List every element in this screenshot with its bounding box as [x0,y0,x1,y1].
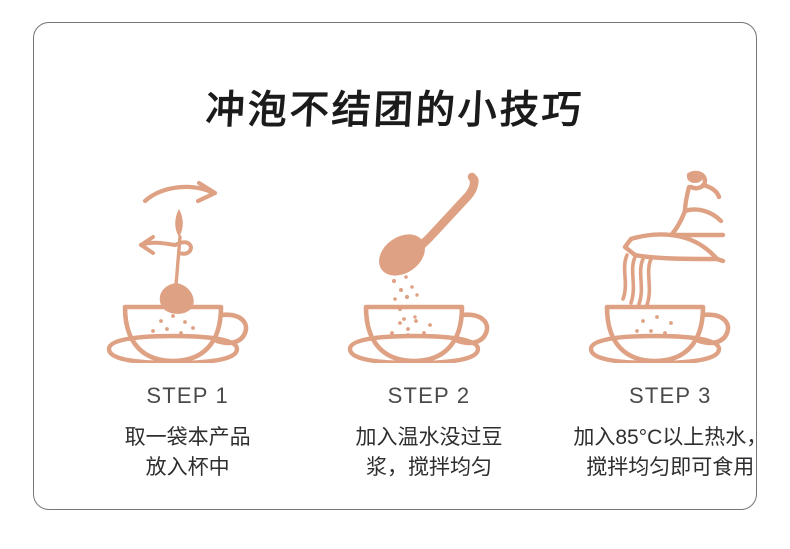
step-item-3: STEP 3 加入85°C以上热水， 搅拌均匀即可食用 [550,163,790,483]
step-3-description: 加入85°C以上热水， 搅拌均匀即可食用 [573,423,767,483]
step-3-description-line-1: 加入85°C以上热水， [573,426,768,449]
step-item-1: STEP 1 取一袋本产品 放入杯中 [68,163,308,483]
kettle-pouring-water-icon [589,170,731,363]
step-1-label: STEP 1 [146,383,229,408]
card-frame: 冲泡不结团的小技巧 [33,22,767,510]
step-3-description-line-2: 搅拌均匀即可食用 [586,455,755,479]
step-2-description: 加入温水没过豆 浆，搅拌均匀 [355,423,502,483]
step-1-description-line-1: 取一袋本产品 [124,426,251,449]
steps-container: STEP 1 取一袋本产品 放入杯中 [67,163,790,508]
step-item-2: STEP 2 加入温水没过豆 浆，搅拌均匀 [309,163,549,483]
teabag-into-cup-icon [106,180,248,363]
step-2-description-line-1: 加入温水没过豆 [355,426,503,449]
step-2-label: STEP 2 [387,383,471,408]
step-3-label: STEP 3 [629,383,712,408]
step-1-description: 取一袋本产品 放入杯中 [125,423,251,483]
step-1-description-line-2: 放入杯中 [145,455,230,479]
step-3-icon-wrap [585,163,755,363]
step-2-description-line-2: 浆，搅拌均匀 [365,455,492,479]
step-1-icon-wrap [103,163,273,363]
spoon-pouring-powder-icon [347,172,490,363]
page-title: 冲泡不结团的小技巧 [204,87,586,133]
step-2-icon-wrap [344,163,514,363]
